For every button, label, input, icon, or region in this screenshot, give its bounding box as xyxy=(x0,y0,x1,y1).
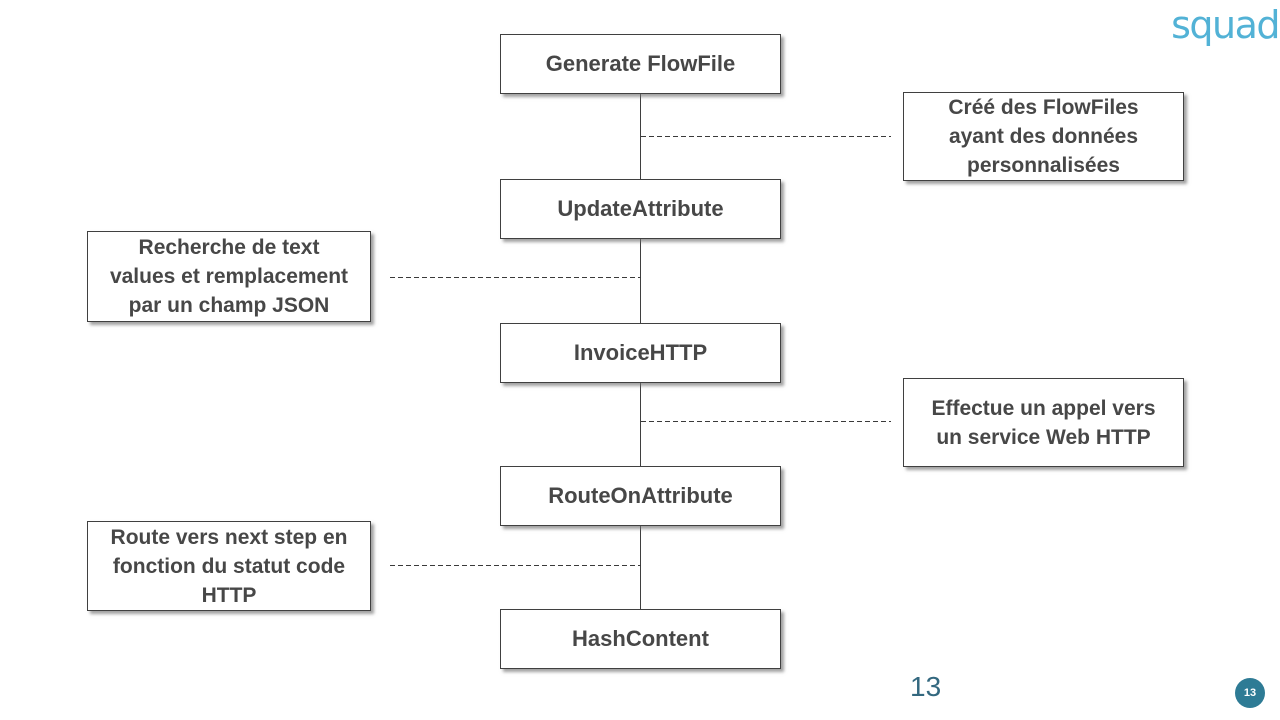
dashed-connector-routeonattribute xyxy=(390,565,641,567)
dashed-connector-updateattribute xyxy=(390,277,641,279)
page-number: 13 xyxy=(910,671,942,702)
annotation-box-routeonattribute: Route vers next step en fonction du stat… xyxy=(87,521,371,611)
annotation-box-generate-flowfile: Créé des FlowFiles ayant des données per… xyxy=(903,92,1184,181)
annotation-box-updateattribute: Recherche de text values et remplacement… xyxy=(87,231,371,322)
page-number-badge: 13 xyxy=(1235,678,1265,708)
flow-node-generate-flowfile: Generate FlowFile xyxy=(500,34,781,94)
flow-node-invoicehttp: InvoiceHTTP xyxy=(500,323,781,383)
flow-node-hashcontent: HashContent xyxy=(500,609,781,669)
dashed-connector-generate-flowfile xyxy=(641,136,891,138)
squad-logo: squad xyxy=(1171,3,1280,47)
annotation-box-invoicehttp: Effectue un appel vers un service Web HT… xyxy=(903,378,1184,467)
dashed-connector-invoicehttp xyxy=(641,421,891,423)
flow-node-routeonattribute: RouteOnAttribute xyxy=(500,466,781,526)
flow-node-updateattribute: UpdateAttribute xyxy=(500,179,781,239)
